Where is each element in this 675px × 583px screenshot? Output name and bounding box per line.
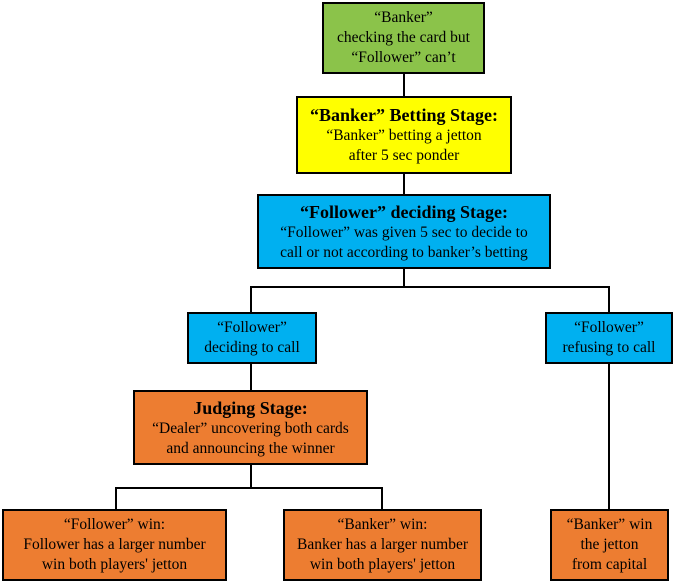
banker-win-node: “Banker” win: Banker has a larger number…: [283, 509, 482, 581]
betting-stage-node: “Banker” Betting Stage: “Banker” betting…: [296, 96, 512, 174]
banker-capital-node: “Banker” win the jetton from capital: [550, 509, 669, 581]
refuse-line-1: “Follower”: [574, 319, 644, 336]
connector-judging-horizontal: [115, 487, 383, 489]
banker-win-line-2: Banker has a larger number: [296, 536, 468, 553]
connector-betting-deciding: [403, 173, 405, 195]
call-line-1: “Follower”: [217, 319, 287, 336]
connector-judging-left: [115, 487, 117, 510]
betting-stage-title: “Banker” Betting Stage:: [310, 105, 498, 125]
start-line-3: “Follower” can’t: [351, 49, 456, 66]
connector-start-betting: [403, 73, 405, 96]
banker-win-line-1: “Banker” win:: [337, 516, 428, 533]
judging-stage-node: Judging Stage: “Dealer” uncovering both …: [133, 390, 368, 465]
connector-branch-right: [608, 286, 610, 313]
banker-capital-line-2: the jetton: [580, 536, 639, 553]
connector-branch-horizontal: [250, 286, 610, 288]
follower-win-line-2: Follower has a larger number: [23, 536, 206, 553]
connector-judging-right: [381, 487, 383, 510]
judging-stage-title: Judging Stage:: [193, 397, 308, 418]
start-line-2: checking the card but: [337, 29, 470, 46]
deciding-stage-node: “Follower” deciding Stage: “Follower” wa…: [257, 194, 551, 269]
call-node: “Follower” deciding to call: [187, 312, 317, 364]
connector-deciding-down: [403, 268, 405, 287]
connector-branch-left: [250, 286, 252, 313]
follower-win-line-3: win both players' jetton: [41, 556, 188, 573]
banker-win-line-3: win both players' jetton: [309, 556, 456, 573]
follower-win-node: “Follower” win: Follower has a larger nu…: [2, 509, 227, 581]
start-line-1: “Banker”: [374, 9, 433, 26]
judging-stage-line-2: and announcing the winner: [166, 439, 335, 457]
deciding-stage-line-2: call or not according to banker’s bettin…: [280, 243, 528, 261]
connector-judging-down: [250, 464, 252, 488]
banker-capital-line-1: “Banker” win: [566, 516, 653, 533]
deciding-stage-line-1: “Follower” was given 5 sec to decide to: [280, 223, 528, 241]
follower-win-line-1: “Follower” win:: [63, 516, 166, 533]
refuse-line-2: refusing to call: [562, 339, 656, 356]
connector-refuse-capital: [608, 363, 610, 510]
refuse-node: “Follower” refusing to call: [545, 312, 673, 364]
deciding-stage-title: “Follower” deciding Stage:: [300, 201, 508, 222]
start-node: “Banker” checking the card but “Follower…: [322, 2, 485, 74]
connector-call-judging: [250, 363, 252, 390]
betting-stage-line-2: after 5 sec ponder: [348, 147, 460, 164]
banker-capital-line-3: from capital: [571, 556, 648, 573]
betting-stage-line-1: “Banker” betting a jetton: [326, 127, 482, 144]
judging-stage-line-1: “Dealer” uncovering both cards: [152, 419, 349, 437]
call-line-2: deciding to call: [204, 339, 300, 356]
